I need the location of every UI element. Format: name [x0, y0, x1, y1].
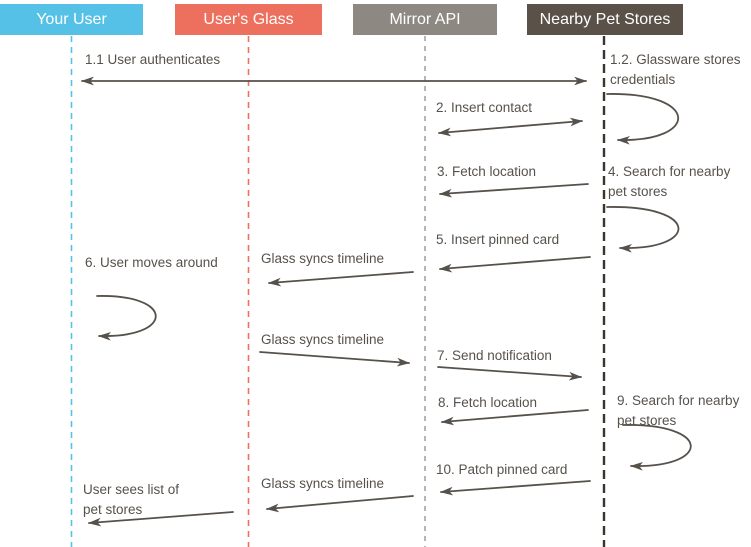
arrow-glass-syncs-timeline-3: [265, 495, 414, 513]
message-label-user-authenticates: 1.1 User authenticates: [85, 52, 221, 67]
arrow-send-notification: [437, 366, 583, 381]
message-label-glass-syncs-timeline-2: Glass syncs timeline: [261, 332, 385, 347]
message-label-patch-pinned-card: 10. Patch pinned card: [436, 462, 568, 477]
arrow-patch-pinned-card: [439, 480, 591, 496]
arrow-insert-contact: [437, 117, 584, 137]
message-label-search-nearby-2: 9. Search for nearby pet stores: [617, 393, 740, 428]
self-loop-search-nearby-1: [606, 206, 680, 253]
message-label-glassware-stores-credentials: 1.2. Glassware stores credentials: [610, 52, 741, 87]
arrow-fetch-location-2: [440, 409, 589, 426]
actor-your-user: Your User: [0, 4, 143, 35]
arrow-glass-syncs-timeline-2: [259, 351, 411, 367]
arrow-fetch-location-1: [438, 183, 589, 198]
message-label-fetch-location-2: 8. Fetch location: [438, 395, 538, 410]
message-label-fetch-location-1: 3. Fetch location: [437, 164, 537, 179]
message-label-send-notification: 7. Send notification: [437, 348, 552, 363]
arrow-user-sees-list: [87, 511, 234, 527]
actor-nearby-pet-stores: Nearby Pet Stores: [527, 4, 683, 35]
message-label-insert-contact: 2. Insert contact: [436, 100, 533, 115]
message-label-glass-syncs-timeline-1: Glass syncs timeline: [261, 251, 385, 266]
self-loop-search-nearby-2: [622, 424, 692, 471]
actor-mirror-api: Mirror API: [353, 4, 497, 35]
message-label-insert-pinned-card: 5. Insert pinned card: [436, 232, 560, 247]
message-label-search-nearby-1: 4. Search for nearby pet stores: [608, 164, 731, 199]
actor-users-glass: User's Glass: [175, 4, 322, 35]
message-label-user-sees-list: User sees list of pet stores: [83, 482, 180, 517]
self-loop-glassware-stores-credentials: [606, 93, 680, 145]
arrow-insert-pinned-card: [438, 256, 591, 273]
self-loop-user-moves-around: [96, 295, 157, 341]
message-label-glass-syncs-timeline-3: Glass syncs timeline: [261, 476, 385, 491]
arrow-glass-syncs-timeline-1: [267, 271, 414, 287]
message-label-user-moves-around: 6. User moves around: [85, 255, 218, 270]
